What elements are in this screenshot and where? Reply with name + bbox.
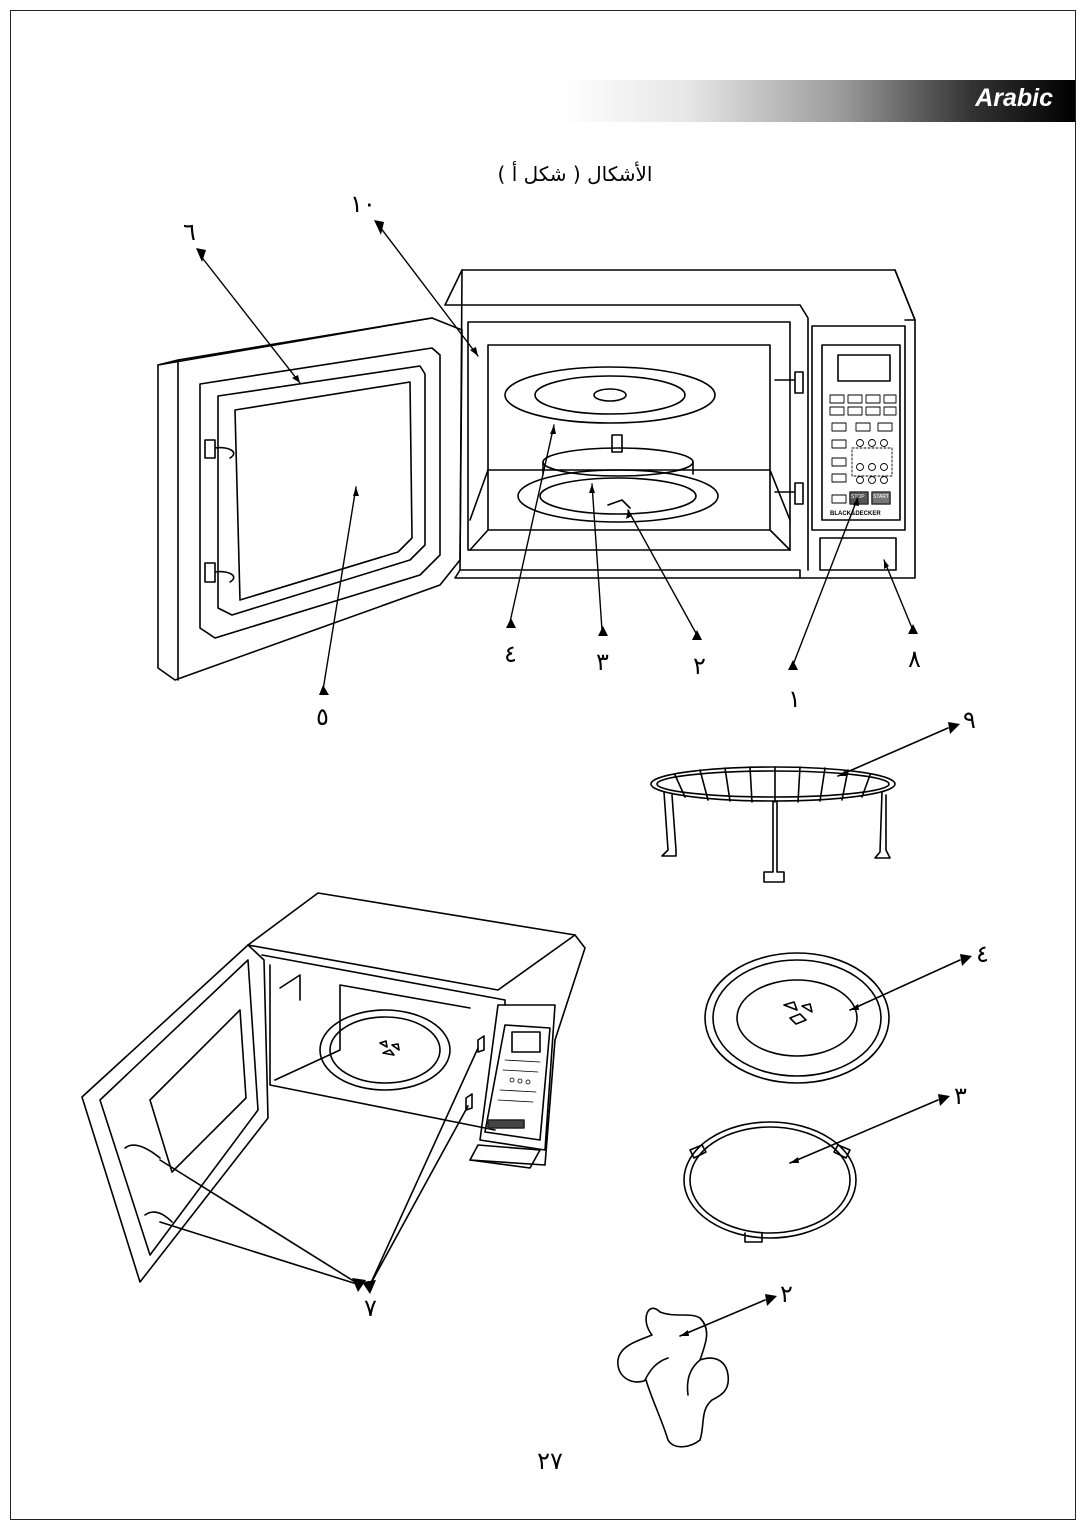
page-number: ٢٧: [537, 1447, 563, 1475]
callout-4-tray: ٤: [976, 940, 989, 968]
callout-10: ١٠: [350, 190, 376, 218]
coupler: [617, 1294, 777, 1448]
callout-7: ٧: [364, 1294, 377, 1322]
callout-3-ring: ٣: [954, 1082, 967, 1110]
glass-tray: [704, 952, 972, 1084]
language-banner: Arabic: [560, 80, 1075, 122]
microwave-perspective-view: [81, 892, 586, 1294]
callout-4: ٤: [504, 640, 517, 668]
wire-rack: [650, 722, 960, 883]
callout-5: ٥: [316, 703, 329, 731]
microwave-front-view: [444, 269, 916, 579]
leader-lines-top: [199, 226, 913, 691]
figure-title: الأشكال ( شكل أ ): [497, 162, 653, 186]
callout-6: ٦: [183, 218, 196, 246]
callout-1: ١: [788, 685, 801, 713]
roller-ring: [683, 1094, 950, 1243]
page-frame: [10, 10, 1076, 1520]
language-label: Arabic: [975, 84, 1053, 112]
start-label: START: [873, 494, 889, 500]
callout-8: ٨: [908, 645, 921, 673]
door: [157, 317, 463, 681]
brand-logo: BLACK&DECKER: [830, 511, 881, 517]
callout-9-rack: ٩: [963, 706, 976, 734]
callout-2-coupler: ٢: [780, 1280, 793, 1308]
callout-2: ٢: [693, 652, 706, 680]
stop-label: STOP: [851, 494, 865, 500]
callout-3: ٣: [596, 648, 609, 676]
arrowheads-top: [196, 220, 918, 695]
